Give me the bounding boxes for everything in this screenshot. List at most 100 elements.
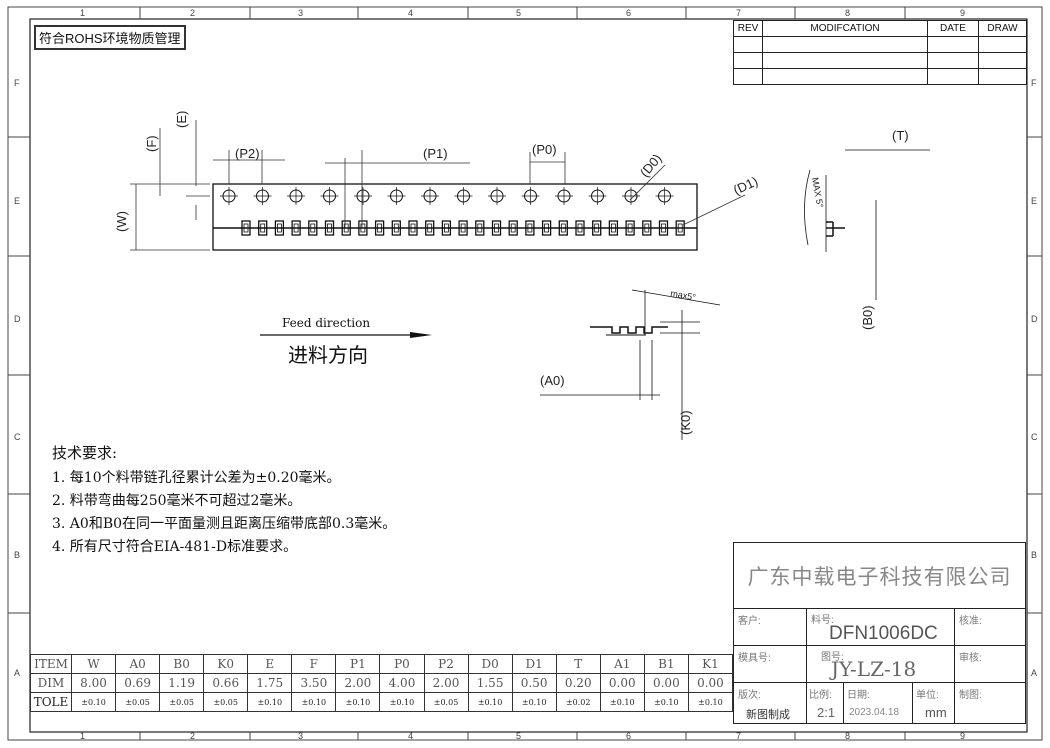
drawing-number-cell: 图号: JY-LZ-18 <box>806 645 955 683</box>
title-block: 广东中载电子科技有限公司 客户: 料号: DFN1006DC 核准: 模具号: … <box>733 542 1026 724</box>
drafter-cell: 制图: <box>954 682 1026 724</box>
dim-cell-a0: 0.69 <box>115 673 161 693</box>
label-d1: (D1) <box>731 173 760 197</box>
material-cell: 料号: DFN1006DC <box>806 608 955 646</box>
dimension-labels: (P2) (P1) (P0) (D0) (D1) (F) (E) (W) (T)… <box>114 111 909 435</box>
label-b0: (B0) <box>860 305 875 330</box>
tole-cell-a1: ±0.10 <box>599 692 645 712</box>
material-number: DFN1006DC <box>829 623 938 644</box>
tole-cell-p0: ±0.10 <box>379 692 425 712</box>
zone-col-7-bottom: 7 <box>736 731 742 741</box>
label-w: (W) <box>114 211 129 232</box>
label-e: (E) <box>174 111 189 128</box>
tole-row: TOLE±0.10±0.05±0.05±0.05±0.10±0.10±0.10±… <box>30 692 734 712</box>
note-3: 3. A0和B0在同一平面量测且距离压缩带底部0.3毫米。 <box>52 516 397 532</box>
zone-col-3: 3 <box>298 8 304 18</box>
label-k0: (K0) <box>678 410 693 435</box>
tole-cell-e: ±0.10 <box>247 692 293 712</box>
check-label: 核准: <box>959 616 982 627</box>
unit-label: 单位: <box>916 690 939 701</box>
tole-cell-p1: ±0.10 <box>335 692 381 712</box>
date-value: 2023.04.18 <box>849 707 900 718</box>
feed-direction-arrow <box>260 332 432 338</box>
material-label: 料号: <box>811 615 834 626</box>
label-p0: (P0) <box>532 142 557 157</box>
note-1: 1. 每10个料带链孔径累计公差为±0.20毫米。 <box>52 470 341 486</box>
item-cell-p0: P0 <box>379 654 425 674</box>
rev-header: REV <box>733 20 763 37</box>
notes-title: 技术要求: <box>52 444 118 462</box>
item-cell-f: F <box>291 654 337 674</box>
label-p2: (P2) <box>235 146 260 161</box>
feed-labels: Feed direction 进料方向 <box>282 316 370 367</box>
tole-cell-k0: ±0.05 <box>203 692 249 712</box>
label-max5b: max5° <box>670 288 697 302</box>
dim-cell-p1: 2.00 <box>335 673 381 693</box>
dim-cell-k0: 0.66 <box>203 673 249 693</box>
tole-cell-d1: ±0.10 <box>511 692 557 712</box>
drafter-label: 制图: <box>959 690 982 701</box>
dim-cell-b0: 1.19 <box>159 673 205 693</box>
item-cell-t: T <box>555 654 601 674</box>
dim-cell-a1: 0.00 <box>599 673 645 693</box>
tole-cell-b1: ±0.10 <box>643 692 689 712</box>
date-header: DATE <box>927 20 979 37</box>
version-label: 版次: <box>738 690 761 701</box>
zone-col-6-bottom: 6 <box>626 731 632 741</box>
zone-col-6: 6 <box>626 8 632 18</box>
mold-label: 模具号: <box>738 653 771 664</box>
zone-col-5-bottom: 5 <box>516 731 522 741</box>
tole-cell-d0: ±0.10 <box>467 692 513 712</box>
carrier-tape-view <box>212 183 698 251</box>
zone-col-7: 7 <box>736 8 742 18</box>
zone-col-4: 4 <box>408 8 414 18</box>
tole-cell-w: ±0.10 <box>70 692 117 712</box>
drawing-label: 图号: <box>821 652 844 663</box>
dim-label: DIM <box>30 673 72 693</box>
dim-cell-k1: 0.00 <box>687 673 734 693</box>
zone-col-3-bottom: 3 <box>298 731 304 741</box>
item-cell-d0: D0 <box>467 654 513 674</box>
zone-row-b-right: B <box>1031 550 1038 560</box>
drawing-number: JY-LZ-18 <box>831 657 917 681</box>
tole-cell-b0: ±0.05 <box>159 692 205 712</box>
item-cell-b0: B0 <box>159 654 205 674</box>
dim-cell-w: 8.00 <box>70 673 117 693</box>
tole-label: TOLE <box>30 692 72 712</box>
date-label: 日期: <box>847 690 870 701</box>
scale-value: 2:1 <box>817 705 836 720</box>
technical-notes: 技术要求: 1. 每10个料带链孔径累计公差为±0.20毫米。 2. 料带弯曲每… <box>52 442 396 559</box>
item-cell-b1: B1 <box>643 654 689 674</box>
item-cell-e: E <box>247 654 293 674</box>
dim-cell-p0: 4.00 <box>379 673 425 693</box>
sprocket-holes <box>220 187 674 205</box>
zone-row-b: B <box>14 550 21 560</box>
modification-header: MODIFCATION <box>762 20 928 37</box>
rohs-badge: 符合ROHS环境物质管理 <box>34 25 186 50</box>
tole-cell-f: ±0.10 <box>291 692 337 712</box>
section-view <box>540 289 721 440</box>
approval-cell: 核准: <box>954 608 1026 646</box>
item-cell-p2: P2 <box>423 654 469 674</box>
item-cell-w: W <box>70 654 117 674</box>
dim-cell-b1: 0.00 <box>643 673 689 693</box>
company-name: 广东中载电子科技有限公司 <box>747 564 1012 589</box>
tole-cell-p2: ±0.05 <box>423 692 469 712</box>
draw-header: DRAW <box>978 20 1027 37</box>
zone-row-d: D <box>14 314 21 324</box>
zone-col-9-bottom: 9 <box>960 731 966 741</box>
unit-value: mm <box>925 705 947 720</box>
tole-cell-t: ±0.02 <box>555 692 601 712</box>
zone-ticks <box>8 7 1042 740</box>
dim-cell-t: 0.20 <box>555 673 601 693</box>
customer-label: 客户: <box>738 616 761 627</box>
revision-table: REV MODIFCATION DATE DRAW <box>733 20 1027 85</box>
side-view <box>804 149 930 300</box>
zone-col-8-bottom: 8 <box>845 731 851 741</box>
scale-cell: 比例: 2:1 <box>806 682 844 724</box>
label-d0: (D0) <box>637 151 665 180</box>
